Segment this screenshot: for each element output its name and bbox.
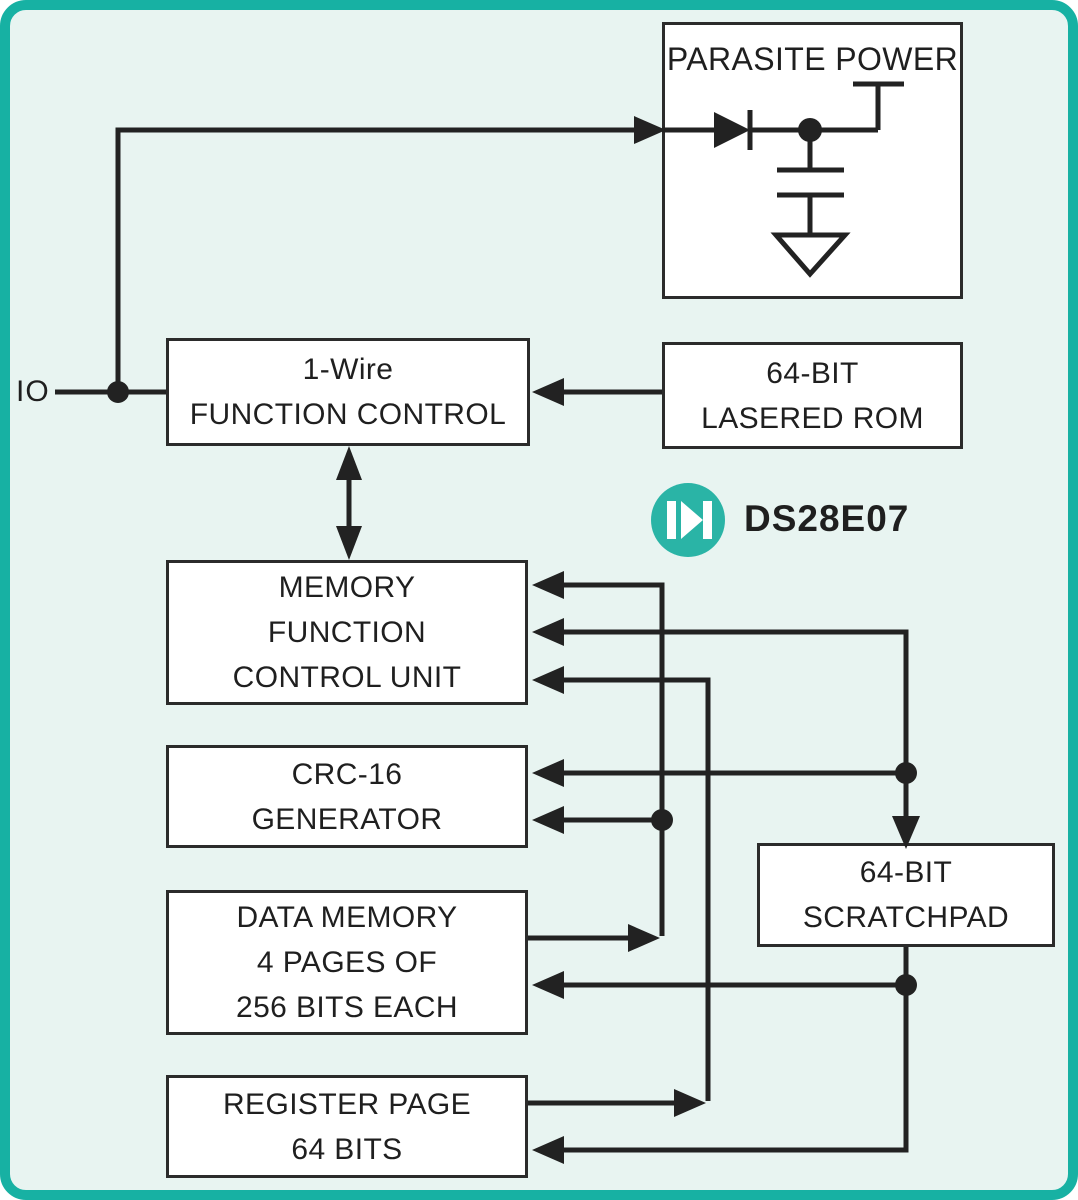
block-data-memory: DATA MEMORY 4 PAGES OF 256 BITS EACH [166,890,528,1035]
block-64bit-lasered-rom: 64-BIT LASERED ROM [662,342,963,449]
block-label-line: GENERATOR [251,802,443,836]
block-label-line: 4 PAGES OF [256,946,438,979]
block-parasite-power: PARASITE POWER [662,22,963,299]
block-label-line: CRC-16 [291,757,403,791]
block-label-line: MEMORY [278,571,416,604]
block-64bit-scratchpad: 64-BIT SCRATCHPAD [757,843,1055,947]
block-label-line: FUNCTION [267,616,427,649]
block-label-line: LASERED ROM [701,401,924,435]
block-label-line: 256 BITS EACH [236,991,458,1024]
block-label-line: DATA MEMORY [236,901,458,934]
block-label-line: 64-BIT [859,856,953,889]
io-pin-label: IO [16,375,50,408]
block-label-line: CONTROL UNIT [232,661,462,694]
block-1wire-function-control: 1-Wire FUNCTION CONTROL [166,338,530,446]
block-label-line: FUNCTION CONTROL [189,398,507,431]
block-label-line: SCRATCHPAD [802,901,1010,934]
block-label-line: REGISTER PAGE [222,1087,472,1121]
block-crc16-generator: CRC-16 GENERATOR [166,745,528,848]
block-memory-function-control-unit: MEMORY FUNCTION CONTROL UNIT [166,560,528,705]
parasite-power-title: PARASITE POWER [666,41,959,77]
block-label-line: 64 BITS [291,1132,403,1166]
block-register-page: REGISTER PAGE 64 BITS [166,1075,528,1178]
block-label-line: 1-Wire [302,353,394,386]
part-number: DS28E07 [744,498,910,539]
block-label-line: 64-BIT [766,356,859,390]
